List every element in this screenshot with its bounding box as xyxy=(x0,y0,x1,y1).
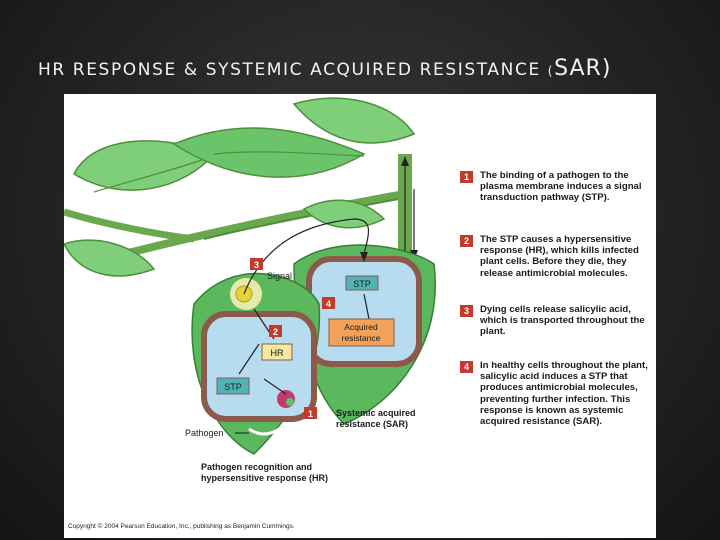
marker-2-box xyxy=(269,325,282,337)
step-3-number: 3 xyxy=(460,305,473,317)
acquired-resistance-box xyxy=(328,318,395,347)
arrow-to-stp xyxy=(263,378,287,395)
marker-4-label: 4 xyxy=(326,299,331,309)
step-2-text: The STP causes a hypersensitive response… xyxy=(480,234,639,279)
step-4-text: In healthy cells throughout the plant, s… xyxy=(480,360,648,428)
healthy-cell xyxy=(306,256,422,367)
lower-branch xyxy=(64,208,195,243)
slide-title: HR RESPONSE & SYSTEMIC ACQUIRED RESISTAN… xyxy=(38,56,718,81)
infected-cell xyxy=(201,311,317,422)
step-3-text: Dying cells release salicylic acid, whic… xyxy=(480,304,645,338)
leaf-vein xyxy=(93,155,215,193)
copyright-notice: Copyright © 2004 Pearson Education, Inc.… xyxy=(68,523,295,530)
stp-lower-label: STP xyxy=(224,382,242,392)
hr-label: HR xyxy=(271,348,284,358)
title-open-paren: ( xyxy=(547,64,555,78)
leaf-vein xyxy=(213,151,365,157)
marker-1-label: 1 xyxy=(308,409,313,419)
step-1-number: 1 xyxy=(460,171,473,183)
title-close-paren: ) xyxy=(601,56,612,81)
title-main-text: HR RESPONSE & SYSTEMIC ACQUIRED RESISTAN… xyxy=(38,60,548,80)
pathogen-receptor xyxy=(286,398,294,406)
sar-label-2: resistance (SAR) xyxy=(336,419,408,429)
leaf-top-right xyxy=(292,97,416,144)
pathogen-label: Pathogen xyxy=(185,428,224,438)
acquired-resistance-label-2: resistance xyxy=(342,333,381,343)
figure-panel: STP Acquired resistance HR STP 3 4 2 1 S… xyxy=(64,94,656,538)
sar-label-1: Systemic acquired xyxy=(336,408,416,418)
stem-vein xyxy=(203,197,405,240)
sar-diagram: STP Acquired resistance HR STP 3 4 2 1 S… xyxy=(64,97,436,483)
hr-caption-1: Pathogen recognition and xyxy=(201,462,312,472)
signal-arrow-head xyxy=(360,252,368,262)
leaf-left xyxy=(64,239,156,277)
step-1-text: The binding of a pathogen to the plasma … xyxy=(480,170,642,204)
arrow-to-hr xyxy=(238,343,260,375)
marker-3-label: 3 xyxy=(254,260,259,270)
marker-3-box xyxy=(250,258,263,270)
marker-1-box xyxy=(304,407,317,419)
pathogen-swarm xyxy=(248,423,311,436)
marker-2-label: 2 xyxy=(273,327,278,337)
acquired-resistance-label-1: Acquired xyxy=(344,322,378,332)
up-arrow-head xyxy=(401,156,409,166)
step-2-number: 2 xyxy=(460,235,473,247)
main-stem xyxy=(123,190,405,258)
arrow-stp-acquired xyxy=(363,293,370,320)
step-4-number: 4 xyxy=(460,361,473,373)
leaf-top-mid xyxy=(172,127,366,178)
hr-box xyxy=(261,343,293,361)
signal-label: Signal xyxy=(267,271,292,281)
marker-4-box xyxy=(322,297,335,309)
hr-caption-2: hypersensitive response (HR) xyxy=(201,473,328,483)
title-sar-text: SAR xyxy=(554,56,602,81)
stp-upper-label: STP xyxy=(353,279,371,289)
stp-upper-box xyxy=(345,275,379,291)
stp-lower-box xyxy=(216,377,250,395)
